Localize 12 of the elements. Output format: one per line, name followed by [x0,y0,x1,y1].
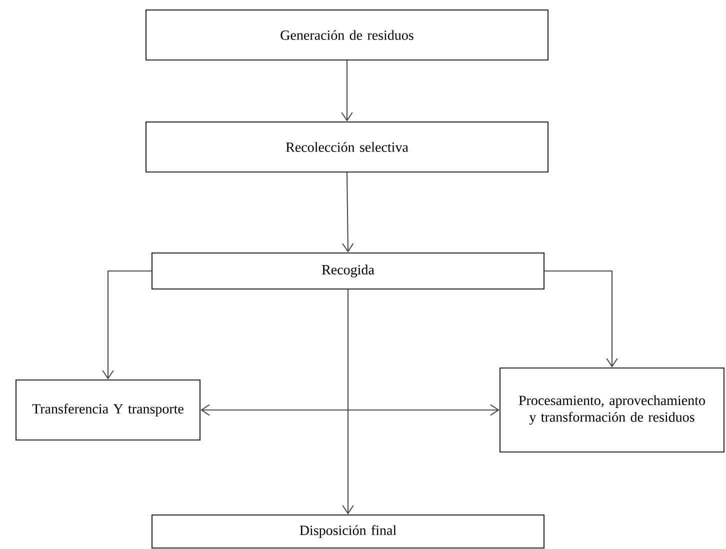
process-box: Recogida [151,252,545,290]
arrow [341,60,353,122]
arrow [200,404,500,416]
process-box: Procesamiento, aprovechamiento y transformación de residuos [499,367,725,453]
arrow [544,270,618,368]
arrow [342,172,354,252]
process-box: Generación de residuos [145,9,549,61]
arrow [102,270,152,380]
process-box: Transferencia Y transporte [15,379,201,441]
arrow [342,290,354,514]
process-box: Recolección selectiva [145,121,549,173]
process-box: Disposición final [151,514,545,549]
